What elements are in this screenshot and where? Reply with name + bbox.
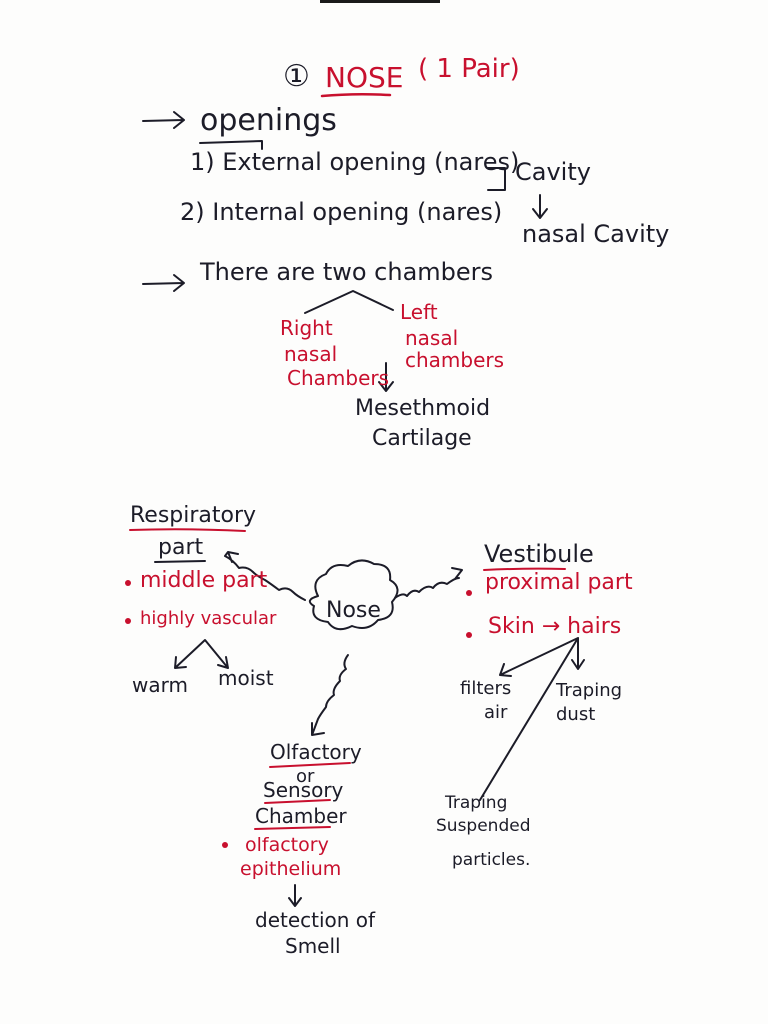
vestibule-point-1: proximal part (485, 570, 633, 595)
filters-l2: air (484, 702, 508, 723)
nose-cloud (308, 559, 399, 631)
cavity-label: Cavity (515, 158, 591, 186)
olfactory-bullet (222, 842, 228, 848)
page-edge-bar (320, 0, 440, 3)
mesethmoid-l1: Mesethmoid (355, 396, 491, 421)
respiratory-title-l2: part (158, 535, 204, 560)
respiratory-branch-moist: moist (218, 666, 274, 690)
mesethmoid-l2: Cartilage (372, 426, 472, 451)
traping-dust-l1: Traping (556, 680, 623, 701)
wave-to-vestibule (394, 567, 463, 599)
filters-l1: filters (460, 678, 512, 699)
nose-center-label: Nose (326, 598, 381, 623)
left-chamber-l3: chambers (405, 348, 505, 372)
chambers-heading: There are two chambers (200, 258, 494, 286)
chambers-fork (304, 290, 394, 314)
olfactory-title-l4: Chamber (255, 804, 347, 828)
olfactory-point-l2: epithelium (240, 858, 342, 880)
vestibule-title: Vestibule (484, 540, 594, 568)
title-number: ① (283, 59, 310, 94)
respiratory-title-l1: Respiratory (130, 503, 257, 528)
wave-to-respiratory (224, 551, 306, 601)
traping-particles-l1: Traping (445, 793, 508, 813)
vestibule-bullet-2 (466, 632, 472, 638)
respiratory-branch-warm: warm (132, 673, 188, 697)
openings-underline (199, 140, 263, 150)
smell-result-l1: detection of (255, 908, 376, 932)
cavity-arrow (532, 194, 548, 219)
left-chamber-l1: Left (400, 300, 438, 324)
vestibule-bullet-1 (466, 590, 472, 596)
smell-arrow (288, 884, 302, 907)
right-chamber-l3: Chambers (287, 366, 390, 390)
olfactory-point-l1: olfactory (245, 834, 329, 856)
left-chamber-l2: nasal (405, 326, 459, 350)
openings-arrow (142, 111, 185, 129)
traping-dust-l2: dust (556, 704, 596, 725)
hairs-branches (479, 637, 585, 801)
openings-heading: openings (200, 103, 337, 138)
page-title: NOSE (325, 61, 404, 94)
olfactory-title-l3: Sensory (263, 778, 344, 802)
opening-item-external: 1) External opening (nares) (190, 148, 520, 176)
nasal-cavity-label: nasal Cavity (522, 220, 670, 248)
chamber-underline (254, 826, 331, 830)
smell-result-l2: Smell (285, 934, 341, 958)
respiratory-point-1: middle part (140, 568, 268, 593)
respiratory-underline (129, 528, 246, 532)
cavity-bracket (487, 167, 506, 191)
title-underline (320, 92, 392, 98)
olfactory-title-l1: Olfactory (270, 740, 362, 764)
title-pair: ( 1 Pair) (418, 54, 520, 84)
olfactory-title-l2: or (296, 766, 315, 787)
opening-item-internal: 2) Internal opening (nares) (180, 198, 503, 226)
right-chamber-l2: nasal (284, 342, 338, 366)
olfactory-underline (269, 762, 351, 768)
sensory-underline (264, 799, 331, 804)
wave-to-olfactory (311, 654, 349, 736)
vestibule-underline (483, 567, 566, 571)
chambers-arrow (142, 274, 185, 292)
respiratory-bullet-2 (125, 618, 131, 624)
traping-particles-l2: Suspended (436, 816, 531, 836)
part-underline (154, 560, 206, 563)
warm-moist-fork (174, 639, 229, 669)
respiratory-point-2: highly vascular (140, 608, 277, 629)
traping-particles-l3: particles. (452, 850, 531, 870)
right-chamber-l1: Right (280, 316, 333, 340)
vestibule-point-2: Skin → hairs (488, 614, 622, 639)
mesethmoid-arrow (378, 362, 394, 392)
respiratory-bullet-1 (125, 580, 131, 586)
